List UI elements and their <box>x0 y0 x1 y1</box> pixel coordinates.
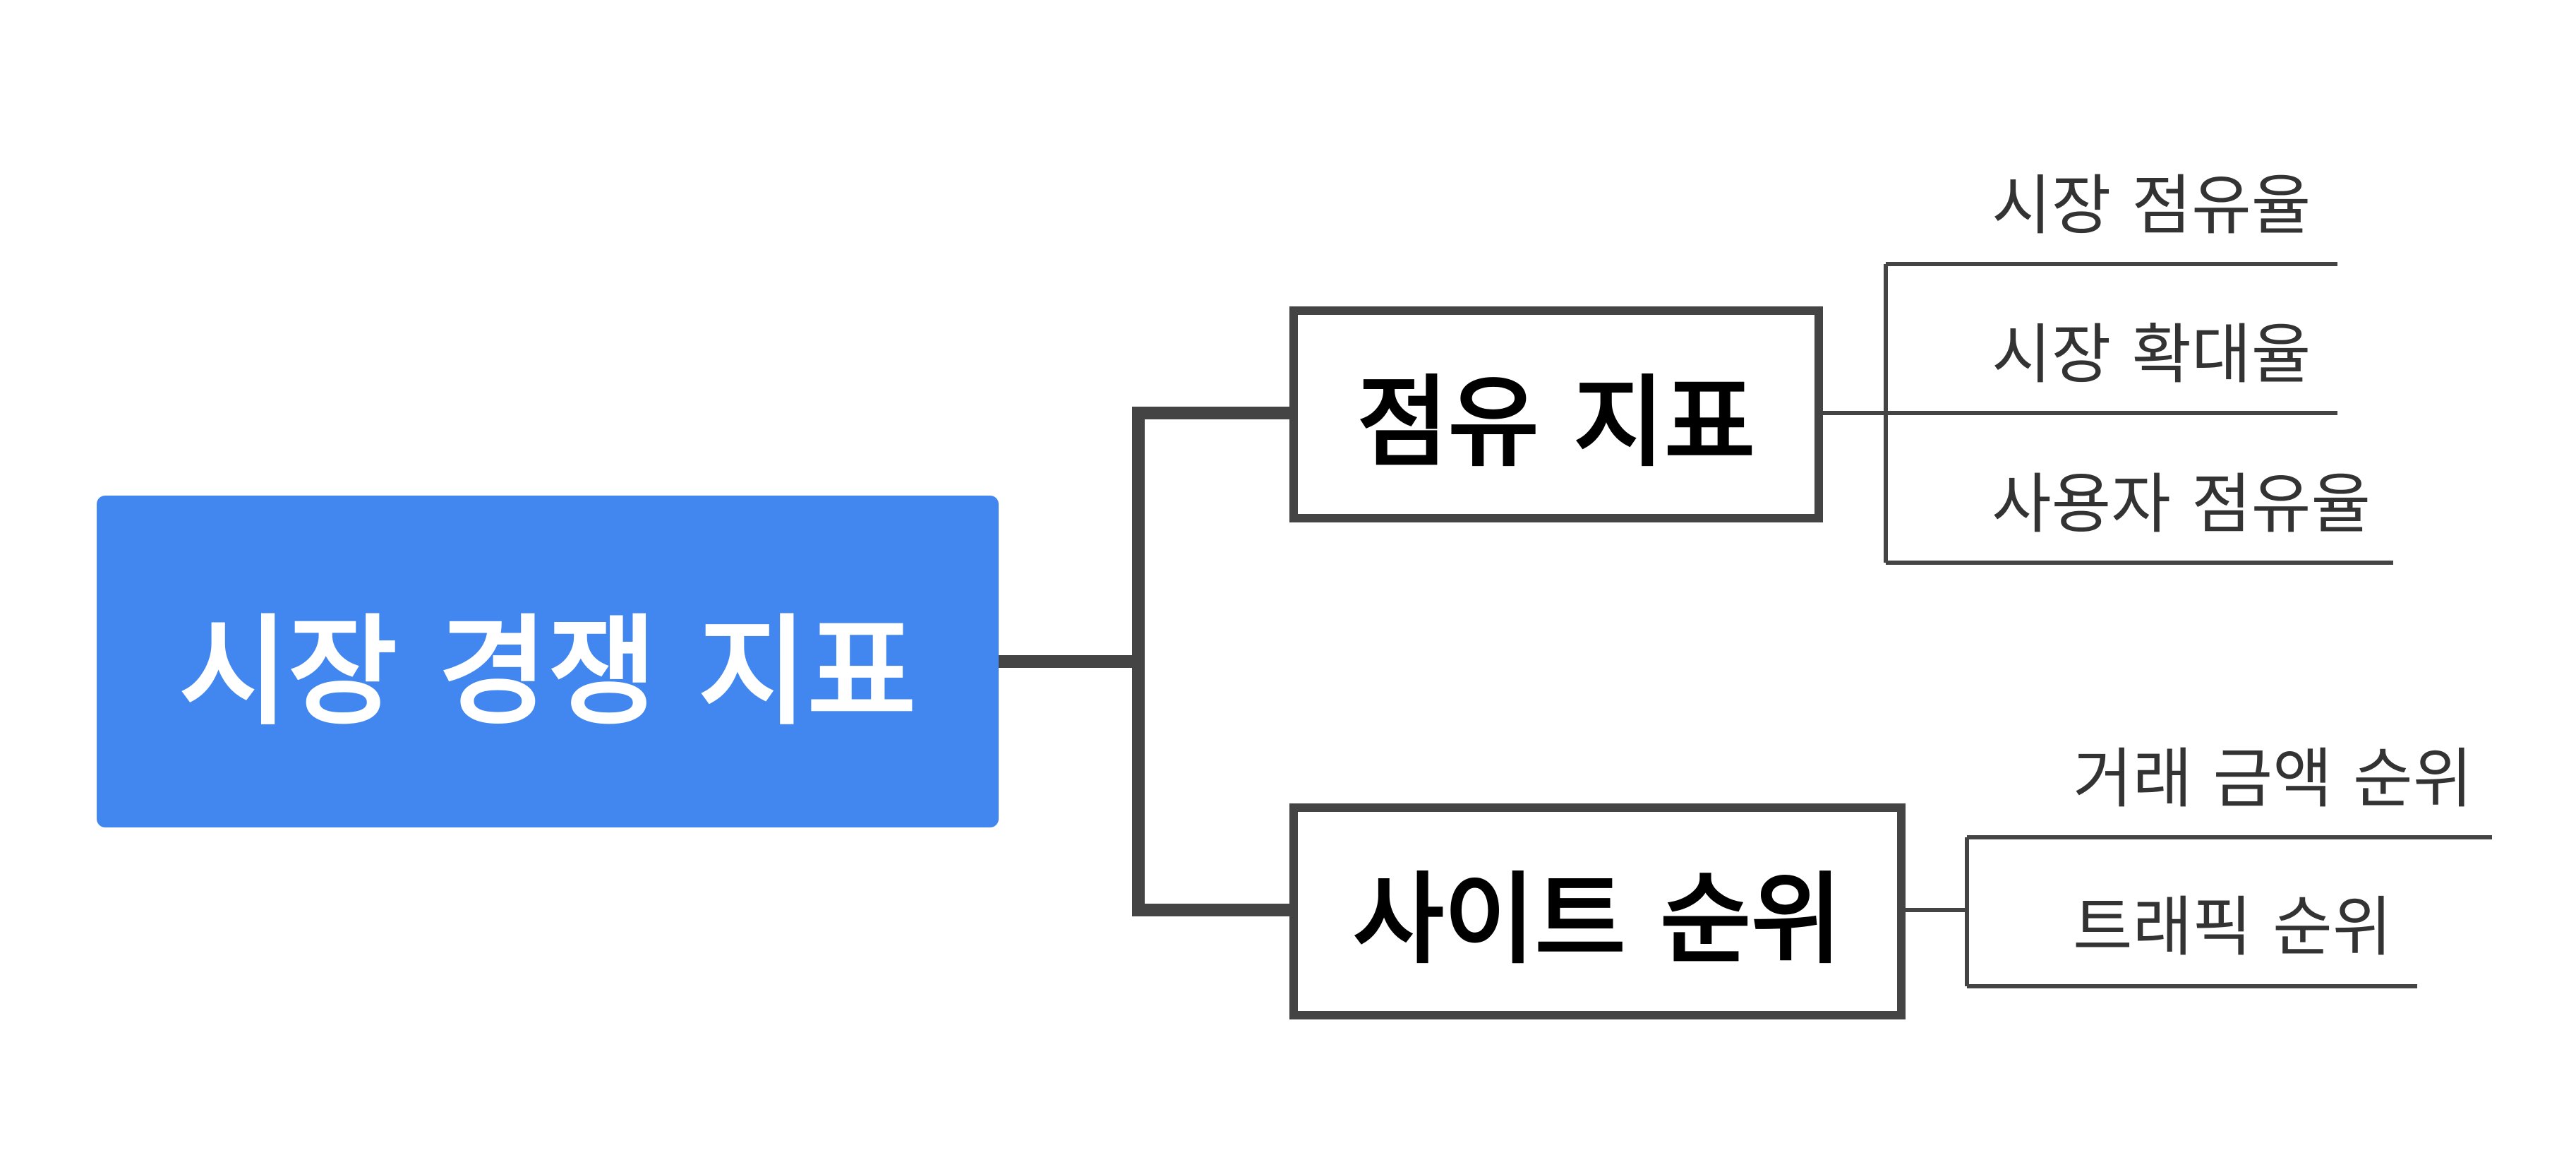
root-label: 시장 경쟁 지표 <box>179 602 917 741</box>
branch-node-share-metrics: 점유 지표 <box>1289 306 1823 522</box>
leaf-label-traffic-ranking: 트래픽 순위 <box>2073 890 2393 965</box>
branch-node-site-ranking: 사이트 순위 <box>1289 803 1906 1019</box>
leaf-label-user-share: 사용자 점유율 <box>1992 467 2371 542</box>
root-connector <box>999 407 1289 916</box>
branch-1-connector <box>1906 837 1969 986</box>
branch-0-connector <box>1823 264 1888 563</box>
leaf-label-market-expansion: 시장 확대율 <box>1992 317 2311 393</box>
root-node: 시장 경쟁 지표 <box>97 496 999 827</box>
branch-label: 사이트 순위 <box>1353 863 1842 978</box>
leaf-label-transaction-ranking: 거래 금액 순위 <box>2073 741 2473 817</box>
branch-label: 점유 지표 <box>1357 366 1755 481</box>
leaf-label-market-share: 시장 점유율 <box>1992 168 2311 244</box>
